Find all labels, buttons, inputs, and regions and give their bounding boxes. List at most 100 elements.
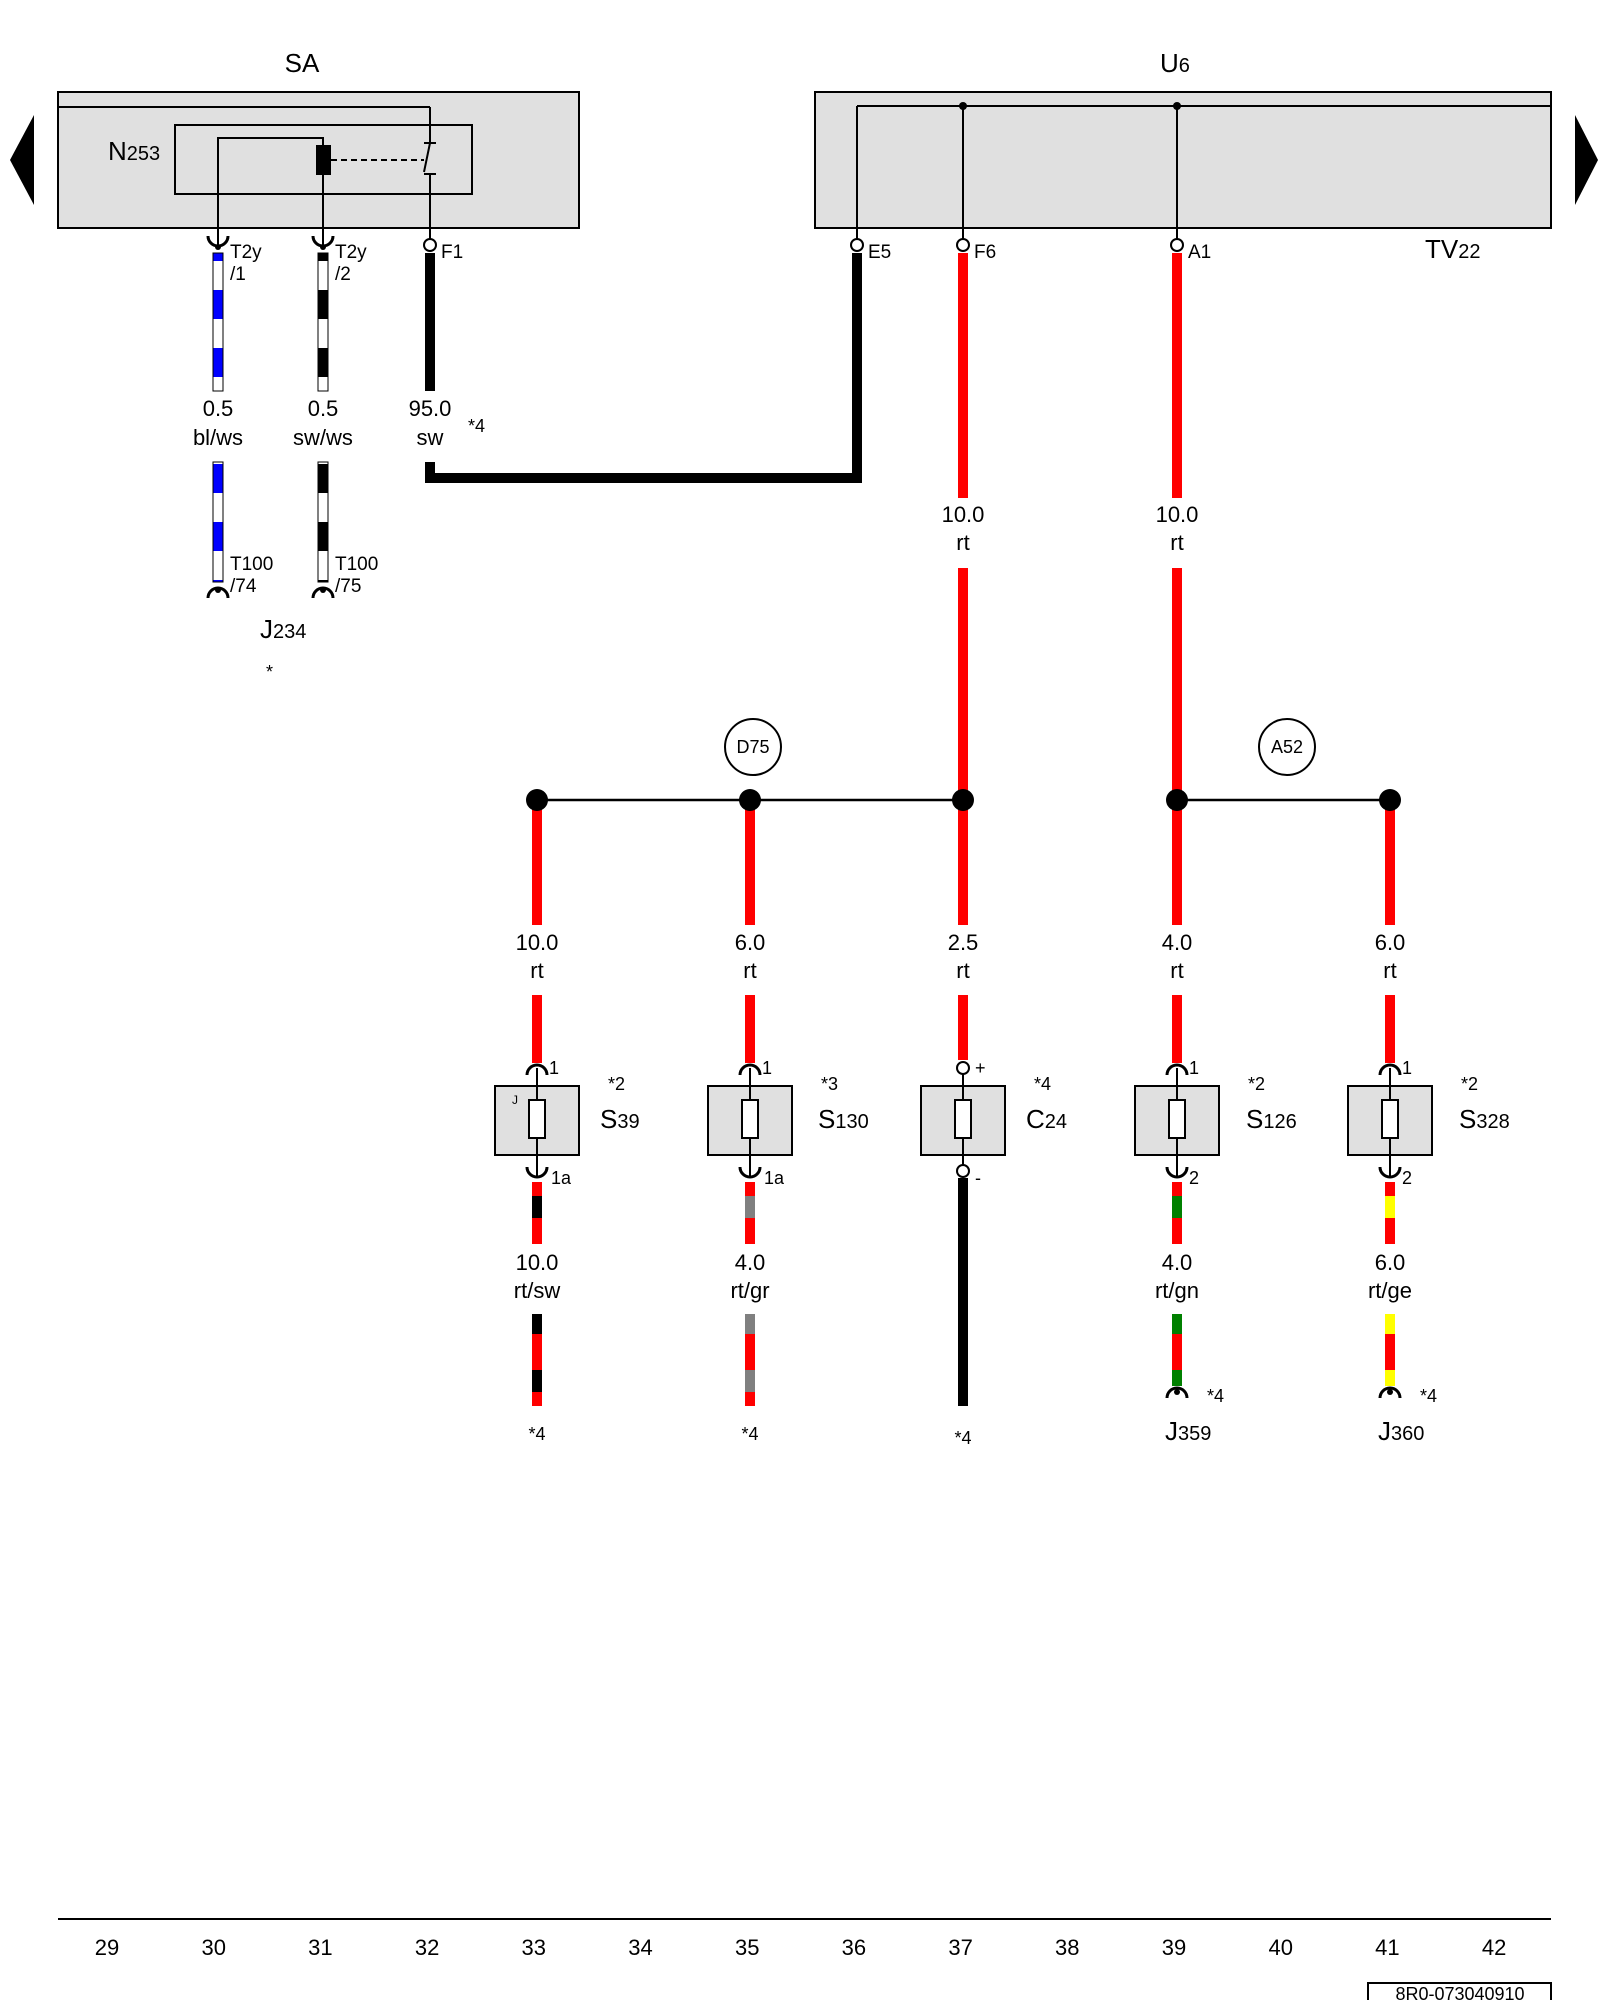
footnote-ref: *2	[1248, 1074, 1265, 1094]
track-number: 35	[735, 1935, 759, 1960]
wire-cross-section: 4.0	[1162, 930, 1193, 955]
wire-cross-section: 4.0	[1162, 1250, 1193, 1275]
track-number: 32	[415, 1935, 439, 1960]
pin-label: 1a	[764, 1168, 785, 1188]
connector-icon	[1165, 1063, 1189, 1076]
wire-color-code: rt	[1383, 958, 1396, 983]
a52-label: A52	[1271, 737, 1303, 757]
junction-dot	[959, 102, 967, 110]
wire-cross-section: 6.0	[1375, 930, 1406, 955]
footnote-ref: *2	[1461, 1074, 1478, 1094]
wire-segment	[745, 1314, 755, 1406]
wire-cross-section: 10.0	[516, 1250, 559, 1275]
pin-label: /74	[230, 576, 257, 597]
connector-icon	[1378, 1063, 1402, 1076]
track-number: 39	[1162, 1935, 1186, 1960]
pin-label: 2	[1189, 1168, 1199, 1188]
wire-color-code: rt	[956, 958, 969, 983]
wire-cross-section: 10.0	[516, 930, 559, 955]
s130-label: S130	[818, 1104, 869, 1134]
wire-segment	[1172, 1182, 1182, 1244]
wire-color-code: rt/gr	[730, 1278, 769, 1303]
c24-label: C24	[1026, 1104, 1067, 1134]
wire-cross-section: 2.5	[948, 930, 979, 955]
n253-label: N253	[108, 136, 160, 166]
j234-note: *	[266, 662, 273, 682]
wire-color-code: rt/gn	[1155, 1278, 1199, 1303]
s126-label: S126	[1246, 1104, 1297, 1134]
pin-label: -	[975, 1168, 981, 1188]
wire-segment	[317, 461, 329, 583]
junction-dot	[1379, 789, 1401, 811]
footnote-ref: *4	[741, 1424, 758, 1444]
wire-color-code: rt/ge	[1368, 1278, 1412, 1303]
wire-segment	[425, 253, 862, 483]
wire-segment	[212, 461, 224, 583]
fuse-element-icon	[528, 1099, 546, 1139]
wire-segment	[745, 1182, 755, 1244]
pin-label: A1	[1188, 242, 1211, 263]
wire-cross-section: 10.0	[1156, 502, 1199, 527]
pin-label: F6	[974, 242, 996, 263]
footnote-ref: *4	[954, 1428, 971, 1448]
pin-label: T100	[335, 554, 378, 575]
fuse-element-icon	[741, 1099, 759, 1139]
pin-label: T100	[230, 554, 273, 575]
pin-label: /1	[230, 264, 246, 285]
pin-label: /75	[335, 576, 361, 597]
wire-segment	[1172, 1314, 1182, 1386]
tv22-label: TV22	[1425, 234, 1480, 264]
pin-label: 1	[549, 1058, 559, 1078]
pin-label: 1a	[551, 1168, 572, 1188]
pin-label: F1	[441, 242, 463, 263]
junction-dot	[739, 789, 761, 811]
connector-icon	[525, 1166, 549, 1179]
pin-label: 2	[1402, 1168, 1412, 1188]
connector-j360-icon	[1378, 1386, 1402, 1399]
wire-segment	[532, 1314, 542, 1406]
pin-c24-plus	[956, 1061, 970, 1075]
track-number: 36	[842, 1935, 866, 1960]
track-number: 33	[522, 1935, 546, 1960]
wire-cross-section: 6.0	[735, 930, 766, 955]
fuse-element-icon	[1168, 1099, 1186, 1139]
pin-label: 1	[1402, 1058, 1412, 1078]
pin-f6	[956, 238, 970, 252]
track-number: 37	[948, 1935, 972, 1960]
wire-color-code: sw/ws	[293, 425, 353, 450]
connector-icon	[1378, 1166, 1402, 1179]
wire-cross-section: 10.0	[942, 502, 985, 527]
triangle-left-icon[interactable]	[10, 115, 34, 205]
pin-label: T2y	[230, 242, 262, 263]
pin-label: 1	[762, 1058, 772, 1078]
fuse-inner-label: J	[512, 1093, 518, 1107]
pin-f1	[423, 238, 437, 252]
pin-label: 1	[1189, 1058, 1199, 1078]
s39-label: S39	[600, 1104, 640, 1134]
j360-label: J360	[1378, 1416, 1424, 1446]
footnote-ref: *4	[1207, 1386, 1224, 1406]
triangle-right-icon[interactable]	[1575, 115, 1598, 205]
j234-label: J234	[260, 614, 306, 644]
wire-color-code: rt/sw	[514, 1278, 561, 1303]
wire-color-code: rt	[1170, 958, 1183, 983]
pin-label: /2	[335, 264, 351, 285]
n253-coil-wire-1	[217, 137, 324, 247]
wire-cross-section: 4.0	[735, 1250, 766, 1275]
connector-icon	[1165, 1166, 1189, 1179]
track-number: 41	[1375, 1935, 1399, 1960]
connector-icon	[738, 1063, 762, 1076]
d75-connection-circle	[724, 718, 782, 776]
pin-e5	[850, 238, 864, 252]
connector-icon	[738, 1166, 762, 1179]
j359-label: J359	[1165, 1416, 1211, 1446]
pin-label: T2y	[335, 242, 367, 263]
fuse-element-icon	[954, 1099, 972, 1139]
a52-connection-circle	[1258, 718, 1316, 776]
d75-label: D75	[736, 737, 769, 757]
track-number: 38	[1055, 1935, 1079, 1960]
track-number: 30	[201, 1935, 225, 1960]
wire-segment	[317, 252, 329, 392]
